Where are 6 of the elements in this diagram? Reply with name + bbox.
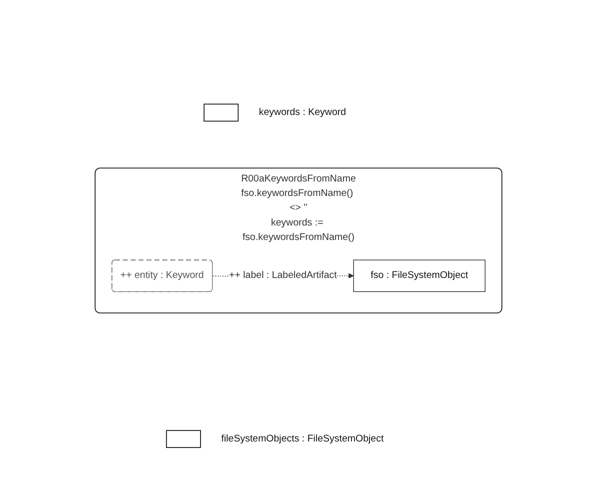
edge-label: ++ label : LabeledArtifact bbox=[229, 270, 337, 281]
node-box: fso : FileSystemObject bbox=[353, 260, 486, 292]
node-label: fileSystemObjects : FileSystemObject bbox=[221, 434, 384, 444]
node-box bbox=[204, 104, 239, 122]
node-label: keywords : Keyword bbox=[258, 107, 346, 118]
node-box bbox=[166, 430, 201, 448]
